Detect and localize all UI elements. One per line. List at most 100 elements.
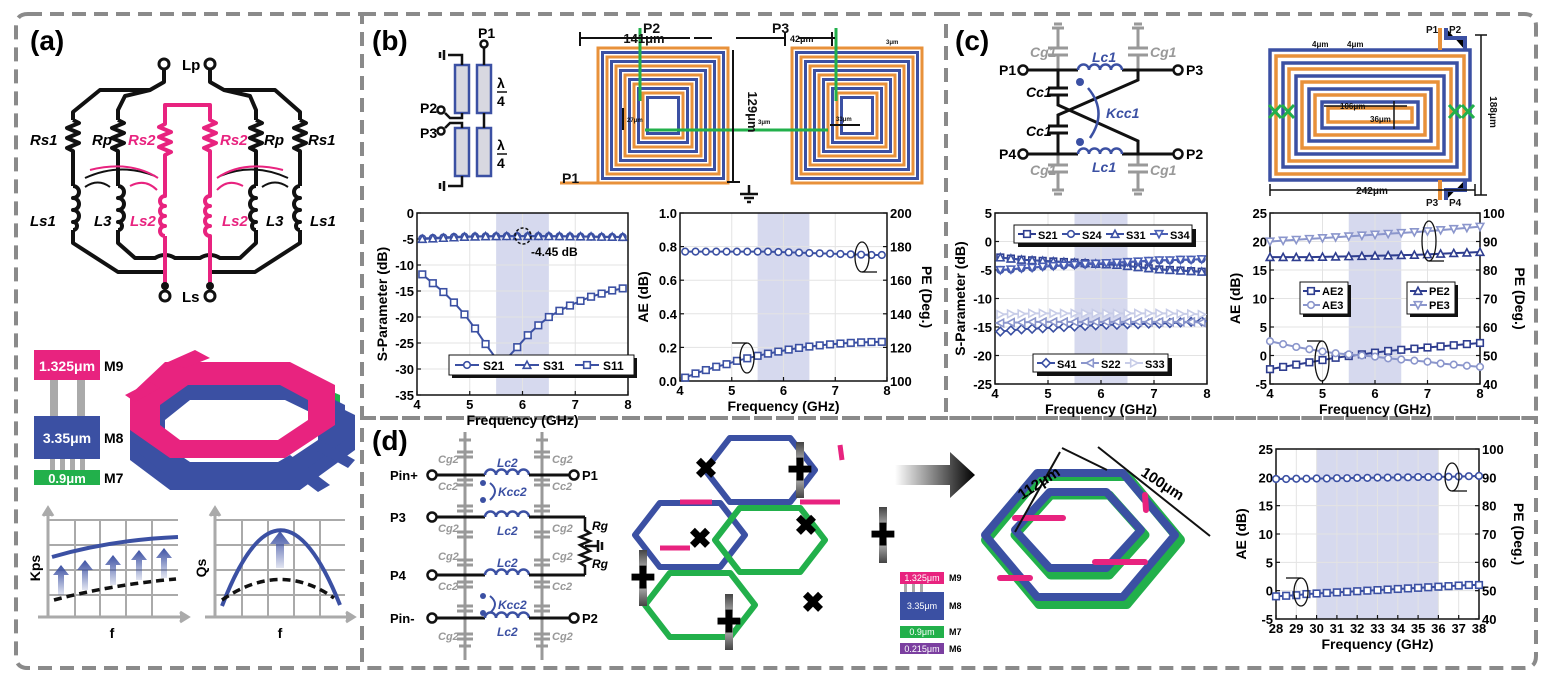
legend-label: S24 bbox=[1082, 230, 1102, 242]
cap-label: Cg2 bbox=[438, 551, 459, 563]
data-point bbox=[994, 326, 1006, 337]
spiral-trace-blue bbox=[840, 96, 874, 135]
data-point bbox=[1091, 308, 1102, 319]
tl-four-2: 4 bbox=[497, 155, 505, 171]
data-point bbox=[1070, 308, 1080, 319]
c-cg-2: Cg1 bbox=[1150, 44, 1177, 60]
assembled-m8-inner bbox=[1011, 488, 1145, 572]
data-point bbox=[481, 339, 490, 349]
big-right-arrow bbox=[895, 452, 975, 498]
data-point bbox=[565, 301, 575, 310]
data-point bbox=[1006, 308, 1017, 320]
y-axis-label: AE (dB) bbox=[1233, 508, 1249, 559]
data-point bbox=[1353, 587, 1362, 596]
panel-c-label: (c) bbox=[955, 25, 989, 56]
c-dim-4um-1: 4μm bbox=[1312, 40, 1328, 49]
data-point bbox=[1403, 473, 1413, 482]
series-PE3 bbox=[1264, 222, 1486, 247]
spiral-trace-blue bbox=[619, 69, 707, 162]
underpass-green bbox=[638, 28, 828, 132]
data-point bbox=[1304, 251, 1315, 262]
kcc2-label: Kcc2 bbox=[498, 598, 527, 612]
data-point bbox=[836, 339, 845, 348]
cap-label: Cg2 bbox=[438, 454, 459, 466]
kcc2-label: Kcc2 bbox=[498, 485, 527, 499]
y-tick-label: -25 bbox=[395, 336, 414, 351]
c-trace-orange bbox=[1313, 93, 1427, 137]
y2-tick-label: 40 bbox=[1482, 612, 1496, 627]
tl-p3: P3 bbox=[420, 125, 437, 141]
panel-a-label: (a) bbox=[30, 25, 64, 56]
data-point bbox=[1197, 309, 1208, 320]
d-exploded-layout: ✖✖✖✖✚✚✚✚ bbox=[630, 435, 896, 650]
panel-b-label: (b) bbox=[372, 25, 408, 56]
data-point bbox=[1134, 308, 1144, 319]
data-point bbox=[1084, 357, 1095, 369]
data-point bbox=[1461, 223, 1473, 234]
data-point bbox=[794, 248, 804, 257]
data-point bbox=[1302, 474, 1311, 483]
data-point bbox=[1330, 251, 1341, 261]
c-layout-p2: P2 bbox=[1449, 25, 1462, 36]
data-point bbox=[1016, 264, 1027, 274]
data-point bbox=[1454, 581, 1463, 590]
data-point bbox=[1022, 229, 1032, 239]
dim-141um: 141μm bbox=[623, 31, 664, 46]
data-point bbox=[815, 341, 824, 350]
data-point bbox=[470, 324, 480, 333]
data-point bbox=[1277, 236, 1289, 247]
panel-b: (b) P1 P2 P3 λ 4 λ 4 bbox=[372, 20, 924, 204]
c-cg-3: Cg1 bbox=[1030, 162, 1057, 178]
spiral-trace-blue bbox=[795, 51, 919, 180]
data-point bbox=[1155, 308, 1165, 319]
data-point bbox=[1005, 253, 1017, 263]
data-point bbox=[1058, 316, 1068, 328]
x-tick-label: 8 bbox=[1203, 386, 1210, 401]
data-point bbox=[995, 251, 1006, 262]
data-point bbox=[1016, 317, 1026, 328]
data-point bbox=[1196, 266, 1207, 276]
data-point bbox=[1342, 587, 1352, 596]
data-point bbox=[1436, 342, 1445, 351]
c-dim-106um: 106μm bbox=[1340, 102, 1365, 111]
dim-129um: 129μm bbox=[745, 91, 760, 132]
data-point bbox=[1185, 265, 1197, 276]
d-stack-m8-thickness: 3.35μm bbox=[907, 601, 937, 611]
data-point bbox=[1414, 583, 1423, 592]
data-point bbox=[805, 248, 814, 258]
inductor-lc2 bbox=[483, 468, 531, 476]
coupling-arrow bbox=[489, 595, 496, 614]
data-point bbox=[469, 231, 481, 241]
data-point bbox=[1343, 232, 1354, 242]
x-tick-label: 4 bbox=[676, 383, 684, 398]
data-point bbox=[1436, 359, 1445, 368]
data-point bbox=[1384, 354, 1393, 363]
data-point bbox=[1318, 347, 1327, 356]
data-point bbox=[1175, 265, 1186, 275]
metal-stack-d: 1.325μm 3.35μm 0.9μm 0.215μm M9 M8 M7 M6 bbox=[900, 572, 962, 654]
data-point bbox=[995, 265, 1006, 276]
data-point bbox=[996, 309, 1006, 320]
data-point bbox=[1277, 251, 1289, 262]
data-point bbox=[1037, 316, 1047, 328]
data-point bbox=[1279, 340, 1288, 349]
x-tick-label: 36 bbox=[1431, 621, 1445, 636]
y-tick-label: 0.4 bbox=[659, 307, 678, 322]
data-point bbox=[1081, 308, 1091, 319]
metal-stack-a: 1.325μm M9 3.35μm M8 0.9μm M7 bbox=[34, 350, 124, 486]
data-point bbox=[1164, 256, 1176, 266]
cap-label: Cg2 bbox=[552, 631, 573, 643]
data-point bbox=[701, 247, 710, 256]
data-point bbox=[1017, 308, 1027, 320]
tl-lambda-1: λ bbox=[497, 75, 505, 91]
stack-m7-layer: M7 bbox=[104, 470, 124, 486]
c-trace-blue bbox=[1307, 87, 1433, 143]
data-point bbox=[1317, 233, 1328, 244]
circuit-labels: Lp Ls Rs1 Rp Rs2 Rs2 Rp Rs1 Ls1 L3 Ls2 L… bbox=[30, 57, 336, 306]
c-cc-2: Cc1 bbox=[1026, 123, 1052, 139]
kps-f-label: f bbox=[110, 625, 115, 641]
legend-box bbox=[448, 354, 635, 376]
